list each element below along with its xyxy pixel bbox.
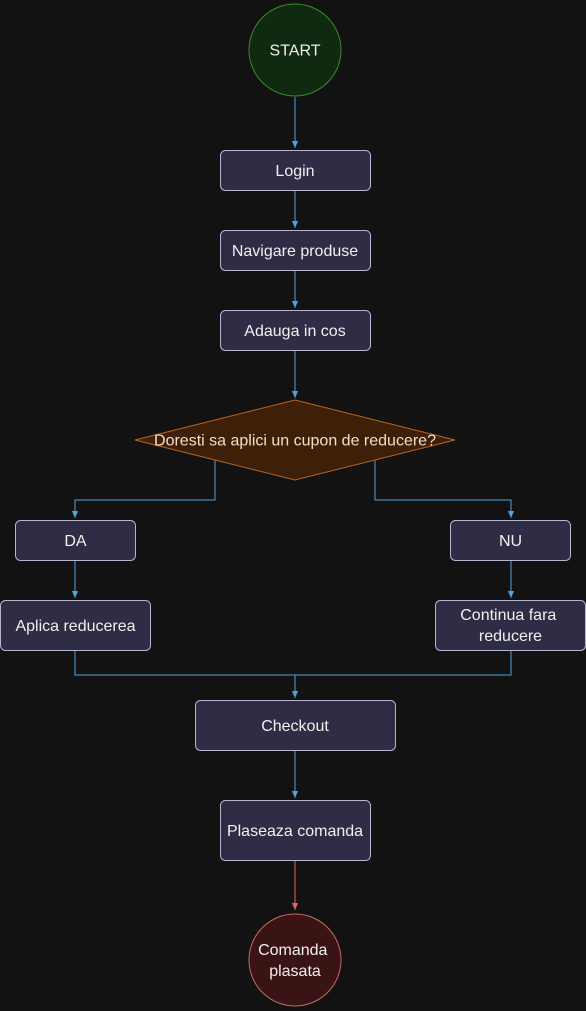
edge-apply-checkout	[74, 650, 295, 676]
apply-discount-label: Aplica reducerea	[15, 618, 135, 635]
checkout-box	[195, 700, 396, 751]
add-to-cart-node: Adauga in cos	[220, 310, 371, 351]
continue-without-discount-line-1: Continua fara	[460, 607, 556, 624]
order-placed-circle	[248, 913, 342, 1007]
start-circle	[248, 3, 342, 97]
coupon-decision-label: Doresti sa aplici un cupon de reducere?	[154, 433, 436, 450]
place-order-box	[220, 800, 371, 861]
coupon-decision-node: Doresti sa aplici un cupon de reducere?	[134, 399, 456, 481]
add-to-cart-box	[220, 310, 371, 351]
start-node: START	[248, 3, 342, 97]
no-node: NU	[450, 520, 571, 561]
add-to-cart-label: Adauga in cos	[244, 323, 345, 340]
apply-discount-node: Aplica reducerea	[0, 600, 151, 651]
edge-decision-no	[374, 460, 515, 518]
login-box	[220, 150, 371, 191]
continue-without-discount-line-2: reducere	[479, 628, 542, 645]
coupon-decision-diamond	[134, 399, 456, 481]
browse-products-node: Navigare produse	[220, 230, 371, 271]
yes-label: DA	[64, 533, 87, 550]
no-box	[450, 520, 571, 561]
edge-decision-yes	[71, 460, 216, 518]
login-label: Login	[275, 163, 314, 180]
edges	[71, 97, 515, 910]
place-order-label: Plaseaza comanda	[227, 823, 363, 840]
order-placed-line-1: Comanda	[258, 942, 327, 959]
yes-box	[15, 520, 136, 561]
place-order-node: Plaseaza comanda	[220, 800, 371, 861]
continue-without-discount-label: Continua fara reducere	[460, 607, 561, 645]
order-placed-end-node: Comanda plasata	[248, 913, 342, 1007]
edge-continue-checkout	[295, 650, 512, 676]
login-node: Login	[220, 150, 371, 191]
order-placed-label: Comanda plasata	[258, 942, 332, 980]
no-label: NU	[499, 533, 522, 550]
browse-products-box	[220, 230, 371, 271]
start-label: START	[270, 43, 321, 60]
yes-node: DA	[15, 520, 136, 561]
browse-products-label: Navigare produse	[232, 243, 358, 260]
continue-without-discount-node: Continua fara reducere	[435, 600, 586, 651]
apply-discount-box	[0, 600, 151, 651]
checkout-label: Checkout	[261, 718, 329, 735]
checkout-node: Checkout	[195, 700, 396, 751]
order-placed-line-2: plasata	[269, 963, 321, 980]
